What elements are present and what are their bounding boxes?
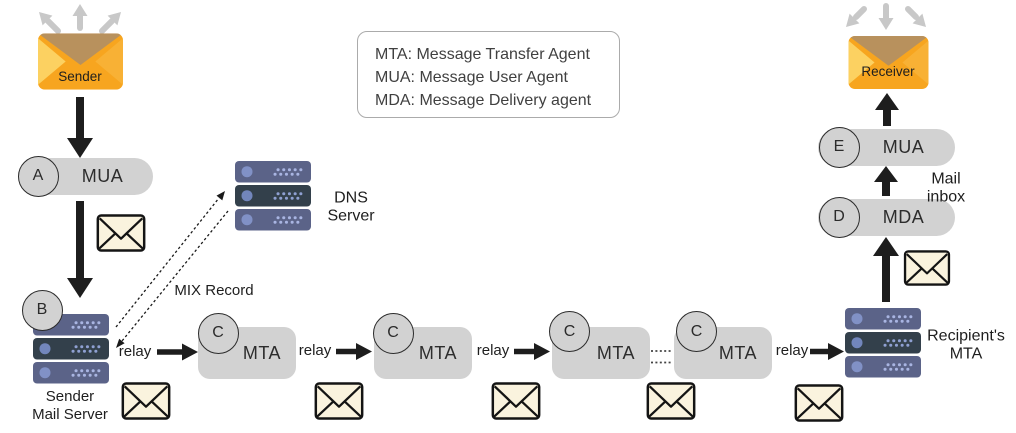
dns-query-arrow [115,191,225,328]
badge-step-a: A [17,155,59,197]
sender-mail-server-label: Sender Mail Server [32,388,108,423]
badge-step-c4: C [676,311,717,352]
mail-inbox-label: Mail inbox [926,170,966,206]
arrow-sender-to-mua [67,97,93,158]
node-mda-label: MDA [882,207,925,227]
node-mua-sender-label: MUA [81,166,124,186]
arrow-mua-to-mailserver [67,201,93,298]
dns-lookup-arrows [115,191,229,348]
mail-icon-relay-5 [794,384,844,422]
relay-label-1: relay [118,343,152,360]
arrow-mda-to-mua [874,166,898,196]
relay-label-3: relay [476,342,510,359]
node-mta-1-label: MTA [242,342,282,363]
badge-step-b: B [21,289,63,331]
arrow-relay-1 [157,343,198,361]
badge-step-d: D [818,196,860,238]
mail-icon-relay-4 [646,382,696,420]
mix-record-label: MIX Record [174,282,254,299]
mail-icon-relay-2 [314,382,364,420]
dotted-continuation [651,350,671,364]
relay-label-4: relay [775,342,809,359]
badge-step-c1: C [197,312,239,354]
relay-arrows [157,343,844,361]
dns-server-label: DNS Server [327,189,375,225]
legend-box: MTA: Message Transfer Agent MUA: Message… [357,31,620,118]
legend-line-mta: MTA: Message Transfer Agent [375,46,590,63]
recipient-mta-server-icon [845,307,921,379]
node-mua-receiver-label: MUA [882,137,925,157]
mail-icon-relay-1 [121,382,171,420]
mail-icon-server-to-mda [903,250,951,286]
receiver-label: Receiver [861,64,915,79]
arrow-relay-3 [514,343,550,360]
node-mta-2-label: MTA [418,342,458,363]
dns-response-arrow [116,210,229,348]
arrow-server-to-mda [873,237,899,302]
dns-server-icon [235,160,311,232]
receiver-broadcast-arrows [846,3,926,30]
badge-step-c3: C [549,311,590,352]
arrow-relay-4 [810,343,844,360]
mail-icon-relay-3 [491,382,541,420]
badge-step-e: E [818,126,860,168]
legend-line-mda: MDA: Message Delivery agent [375,92,592,109]
relay-label-2: relay [298,342,332,359]
recipients-mta-label: Recipient's MTA [927,327,1005,363]
node-mta-4-label: MTA [718,342,758,363]
sender-broadcast-arrows [39,4,121,34]
legend-line-mua: MUA: Message User Agent [375,69,568,86]
sender-label: Sender [58,69,102,84]
arrow-mua-to-receiver [875,93,899,126]
mail-icon-mua-to-server [96,214,146,252]
arrow-relay-2 [336,343,372,360]
node-mta-3-label: MTA [596,342,636,363]
flow-arrows [67,93,899,302]
badge-step-c2: C [372,312,414,354]
